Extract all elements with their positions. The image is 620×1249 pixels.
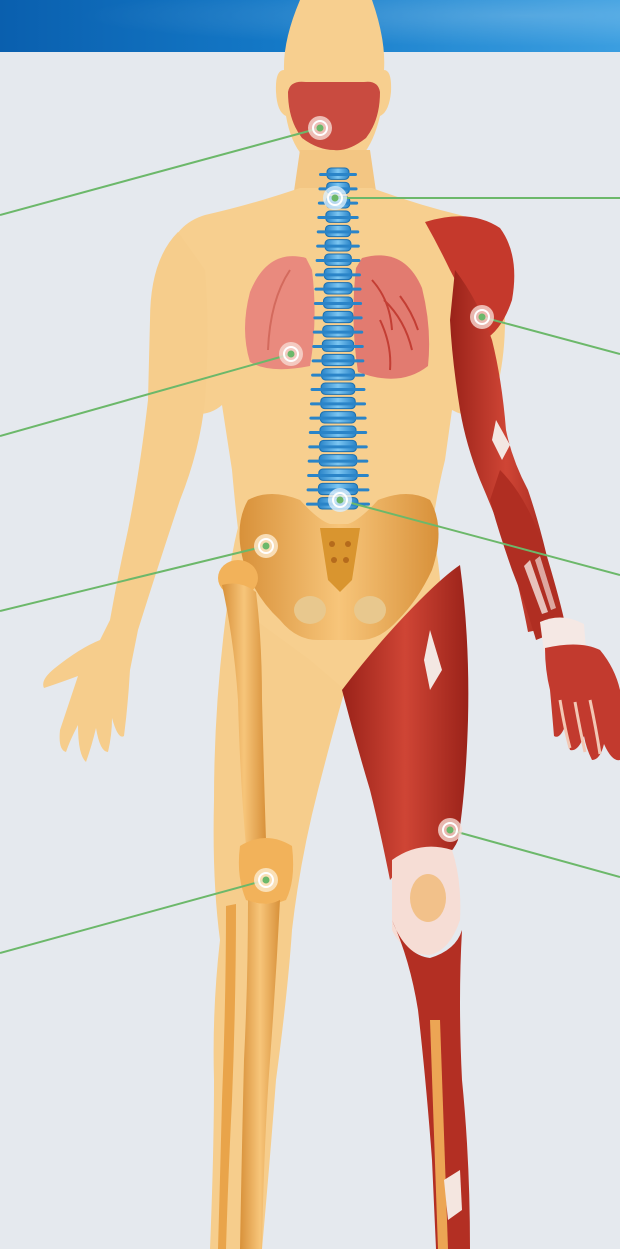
target-icon[interactable] xyxy=(279,342,303,366)
vertebra-process xyxy=(317,216,358,219)
leg-right-muscles xyxy=(342,565,470,1249)
vertebra-process xyxy=(312,345,364,348)
vertebra-process xyxy=(319,173,357,176)
target-icon[interactable] xyxy=(328,488,352,512)
obturator-foramen xyxy=(354,596,386,624)
target-icon[interactable] xyxy=(323,186,347,210)
arm-left xyxy=(43,232,207,762)
target-icon[interactable] xyxy=(254,534,278,558)
vertebra-process xyxy=(312,359,365,362)
callout-line-thigh-muscle xyxy=(450,830,620,877)
vertebra-process xyxy=(317,230,360,233)
vertebra-process xyxy=(310,402,366,405)
vertebra-process xyxy=(311,374,365,377)
vertebra-process xyxy=(316,245,360,248)
obturator-foramen xyxy=(294,596,326,624)
vertebra-process xyxy=(316,259,361,262)
vertebra-process xyxy=(309,431,367,434)
sacral-hole xyxy=(331,557,337,563)
sacral-hole xyxy=(345,541,351,547)
target-icon[interactable] xyxy=(438,818,462,842)
kneecap xyxy=(410,874,446,922)
target-icon[interactable] xyxy=(254,868,278,892)
vertebra-process xyxy=(308,445,367,448)
target-icon[interactable] xyxy=(308,116,332,140)
vertebra-process xyxy=(308,460,369,463)
target-icon[interactable] xyxy=(470,305,494,329)
vertebra-process xyxy=(314,288,361,291)
vertebra-process xyxy=(314,302,362,305)
vertebra-process xyxy=(313,316,362,319)
sacral-hole xyxy=(329,541,335,547)
vertebra-process xyxy=(311,388,366,391)
vertebra-process xyxy=(315,273,361,276)
vertebra-process xyxy=(309,417,366,420)
vertebra-process xyxy=(307,474,369,477)
vertebra-process xyxy=(313,331,363,334)
sacral-hole xyxy=(343,557,349,563)
